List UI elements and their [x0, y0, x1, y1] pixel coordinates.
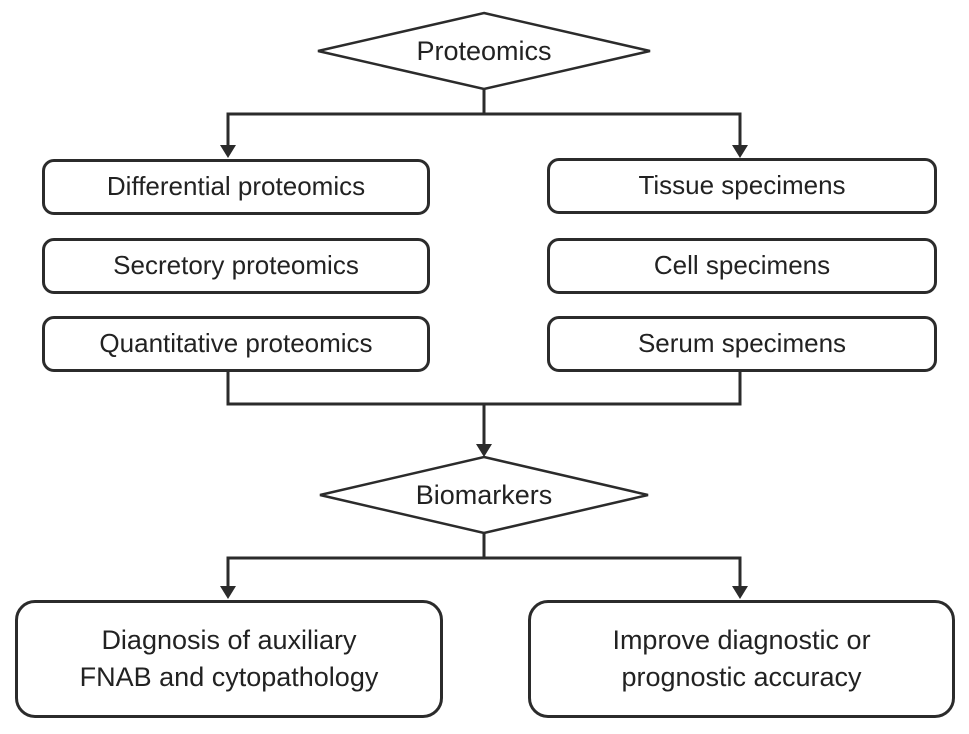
node-label: Secretory proteomics [113, 250, 359, 281]
node-label: Differential proteomics [106, 171, 366, 202]
node-label: Quantitative proteomics [99, 328, 373, 359]
node-label: Serum specimens [637, 328, 847, 359]
arrowhead-to-tissue [732, 145, 748, 158]
proteomics-node-label: Proteomics [416, 36, 552, 66]
arrowhead-to-improve [732, 586, 748, 599]
node-quantitative-proteomics: Quantitative proteomics [42, 316, 430, 372]
arrowhead-to-biomarkers [476, 444, 492, 457]
node-cell-specimens: Cell specimens [547, 238, 937, 294]
node-tissue-specimens: Tissue specimens [547, 158, 937, 214]
node-label-line2: FNAB and cytopathology [79, 662, 379, 692]
node-differential-proteomics: Differential proteomics [42, 159, 430, 215]
arrowhead-to-diagnosis [220, 586, 236, 599]
node-label: Cell specimens [653, 250, 831, 281]
node-label-line2: prognostic accuracy [621, 662, 862, 692]
node-secretory-proteomics: Secretory proteomics [42, 238, 430, 294]
node-label-line1: Diagnosis of auxiliary [101, 625, 357, 655]
biomarkers-node-label: Biomarkers [415, 480, 553, 510]
arrowhead-to-differential [220, 145, 236, 158]
node-label-line1: Improve diagnostic or [612, 625, 871, 655]
node-serum-specimens: Serum specimens [547, 316, 937, 372]
node-diagnosis-outcome: Diagnosis of auxiliary FNAB and cytopath… [15, 600, 443, 718]
node-label: Tissue specimens [638, 170, 846, 201]
node-improve-accuracy-outcome: Improve diagnostic or prognostic accurac… [528, 600, 955, 718]
biomarkers-diamond-shape [319, 455, 649, 535]
proteomics-diamond-shape [317, 11, 651, 91]
